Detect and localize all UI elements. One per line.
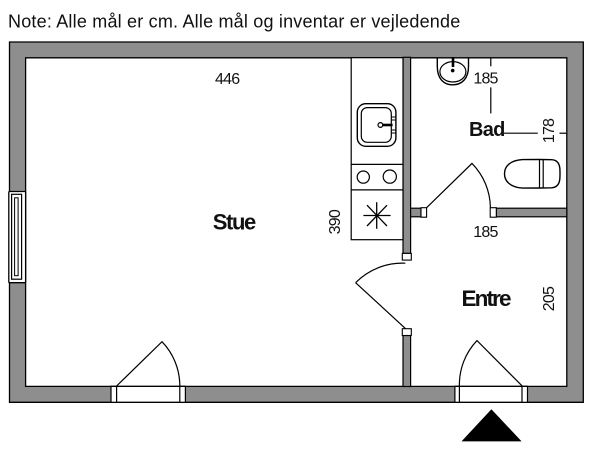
svg-text:185: 185 bbox=[473, 71, 498, 88]
svg-text:Note: Alle mål er cm. Alle mål: Note: Alle mål er cm. Alle mål og invent… bbox=[8, 12, 460, 32]
svg-text:185: 185 bbox=[473, 224, 498, 241]
svg-text:Stue: Stue bbox=[213, 209, 256, 234]
svg-text:390: 390 bbox=[327, 209, 344, 234]
svg-text:205: 205 bbox=[541, 286, 558, 311]
svg-text:446: 446 bbox=[215, 71, 240, 88]
svg-text:Entre: Entre bbox=[461, 286, 511, 311]
svg-text:Bad: Bad bbox=[469, 119, 505, 141]
svg-text:178: 178 bbox=[541, 118, 558, 143]
